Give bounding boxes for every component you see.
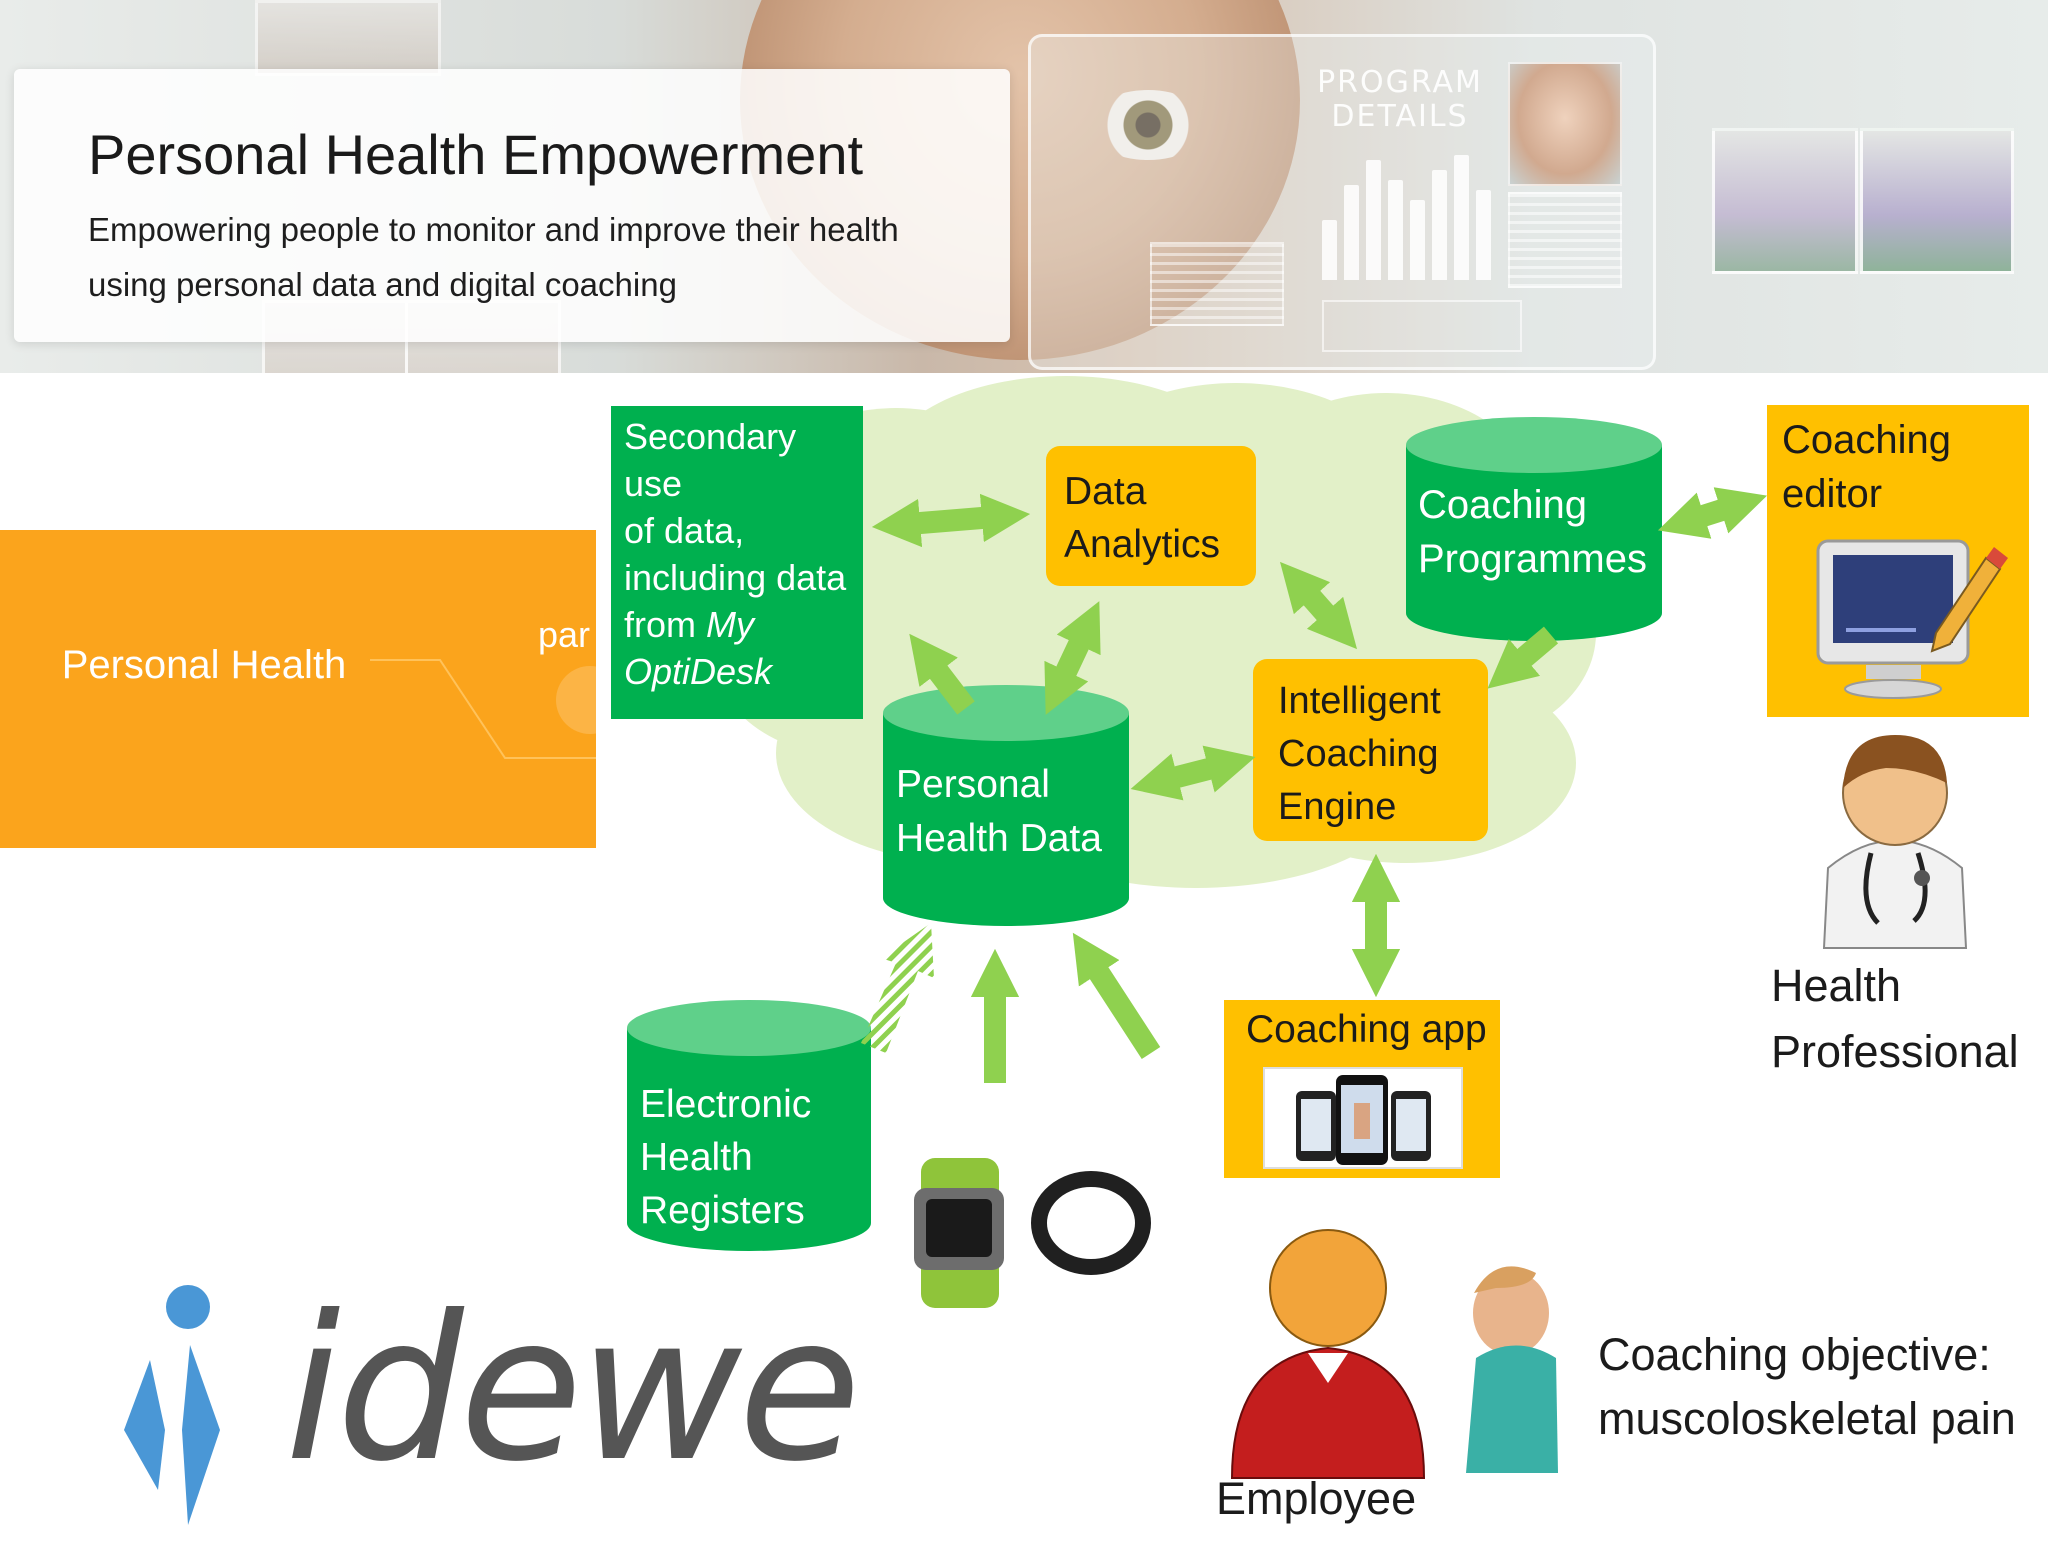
hud-text-block — [1508, 192, 1622, 288]
diagram-graphics — [611, 376, 2029, 1479]
smartphones-icon — [1263, 1067, 1463, 1169]
coaching-objective-line2: muscoloskeletal pain — [1598, 1393, 2016, 1444]
coaching-programmes-line1: Coaching — [1418, 483, 1588, 527]
arrow-secondary-analytics — [871, 493, 1031, 548]
coaching-editor-line2: editor — [1782, 472, 1883, 516]
arrow-data-secondary — [909, 633, 975, 715]
orange-panel-partial-text: par — [538, 614, 591, 655]
arrow-wearables2-data — [1072, 932, 1161, 1059]
idewe-logo-mark — [124, 1285, 220, 1525]
secondary-use-optidesk: OptiDesk — [624, 651, 773, 692]
arrow-data-engine — [1130, 745, 1256, 801]
electronic-health-registers-label: Electronic Health Registers — [640, 1078, 811, 1237]
diagram-arrows — [871, 487, 1768, 1083]
employee-icon — [1230, 1229, 1426, 1479]
data-analytics-line1: Data — [1064, 470, 1147, 513]
ehr-line2: Health — [640, 1136, 753, 1179]
ehr-line1: Electronic — [640, 1083, 812, 1126]
personal-health-data-line2: Health Data — [896, 817, 1102, 860]
hud-ecg-strip — [1322, 300, 1522, 352]
intelligent-engine-line1: Intelligent — [1278, 680, 1441, 722]
intelligent-engine-box — [1253, 659, 1488, 841]
secondary-use-line4: from My — [624, 601, 859, 648]
data-analytics-line2: Analytics — [1064, 523, 1221, 566]
intelligent-engine-label: Intelligent Coaching Engine — [1278, 675, 1441, 834]
arrow-analytics-engine — [1279, 561, 1358, 650]
arrow-data-analytics — [1044, 601, 1101, 715]
secondary-use-from: from — [624, 604, 707, 645]
page-title: Personal Health Empowerment — [88, 123, 864, 186]
title-card — [14, 69, 1010, 342]
hatched-arrow-registers-data — [861, 923, 934, 1053]
hero-exercise-photo-2 — [1860, 128, 2014, 274]
coaching-app-label: Coaching app — [1246, 1008, 1487, 1051]
data-analytics-box — [1046, 446, 1256, 586]
hero-exercise-photo-1 — [1712, 128, 1858, 274]
page-subtitle: Empowering people to monitor and improve… — [88, 211, 899, 303]
intelligent-engine-line3: Engine — [1278, 786, 1397, 828]
secondary-use-line2: of data, — [624, 510, 745, 551]
secondary-use-my: My — [706, 604, 755, 645]
secondary-use-label: Secondary use of data, including data fr… — [624, 413, 859, 695]
program-details-label: PROGRAM DETAILS — [1317, 65, 1483, 134]
hud-text-block-left — [1150, 242, 1284, 326]
health-professional-label: Health Professional — [1771, 953, 2019, 1085]
personal-health-data-line1: Personal — [896, 763, 1050, 806]
secondary-use-line3: including data — [624, 557, 847, 598]
orange-panel-lines — [370, 659, 596, 759]
arrow-programmes-editor — [1657, 487, 1768, 539]
arrow-programmes-engine — [1487, 626, 1559, 689]
idewe-logo: idewe — [110, 1275, 870, 1530]
computer-monitor-icon — [1816, 539, 2008, 699]
architecture-diagram: Secondary use of data, including data fr… — [596, 373, 2048, 1536]
health-professional-line1: Health — [1771, 960, 1902, 1011]
orange-panel-title-line1: Personal Health Empowerment — [61, 643, 347, 687]
health-professional-icon — [1822, 735, 1968, 949]
coaching-programmes-cylinder — [1406, 417, 1662, 641]
employee-label: Employee — [1216, 1473, 1417, 1524]
idewe-logo-text: idewe — [285, 1273, 861, 1506]
ehr-line3: Registers — [640, 1189, 805, 1232]
intelligent-engine-line2: Coaching — [1278, 733, 1439, 775]
wearables-icon — [914, 1158, 1151, 1308]
coaching-programmes-label: Coaching Programmes — [1418, 478, 1647, 586]
hud-portrait-card — [1508, 62, 1622, 186]
coaching-editor-line1: Coaching — [1782, 418, 1952, 462]
coaching-editor-label: Coaching editor — [1782, 413, 1951, 521]
health-professional-line2: Professional — [1771, 1026, 2019, 1077]
orange-panel — [0, 530, 596, 848]
coaching-programmes-line2: Programmes — [1418, 537, 1647, 581]
coaching-objective-label: Coaching objective: muscoloskeletal pain — [1598, 1323, 2016, 1451]
orange-panel-title: Personal Health Empowerment — [54, 632, 354, 698]
nurse-photo — [1466, 1266, 1558, 1473]
secondary-use-line5: OptiDesk — [624, 648, 859, 695]
electronic-health-registers-cylinder — [627, 1000, 871, 1251]
data-analytics-label: Data Analytics — [1064, 465, 1220, 571]
personal-health-data-label: Personal Health Data — [896, 758, 1102, 866]
coaching-objective-line1: Coaching objective: — [1598, 1329, 1991, 1380]
program-bar-chart — [1320, 150, 1491, 280]
secondary-use-line1: Secondary use — [624, 416, 797, 504]
hero-eye-image — [1088, 90, 1208, 160]
hero-thumbnail-left-top — [255, 0, 441, 76]
secondary-use-box — [611, 406, 863, 719]
hero-banner-background: PROGRAM DETAILS — [0, 0, 2048, 373]
